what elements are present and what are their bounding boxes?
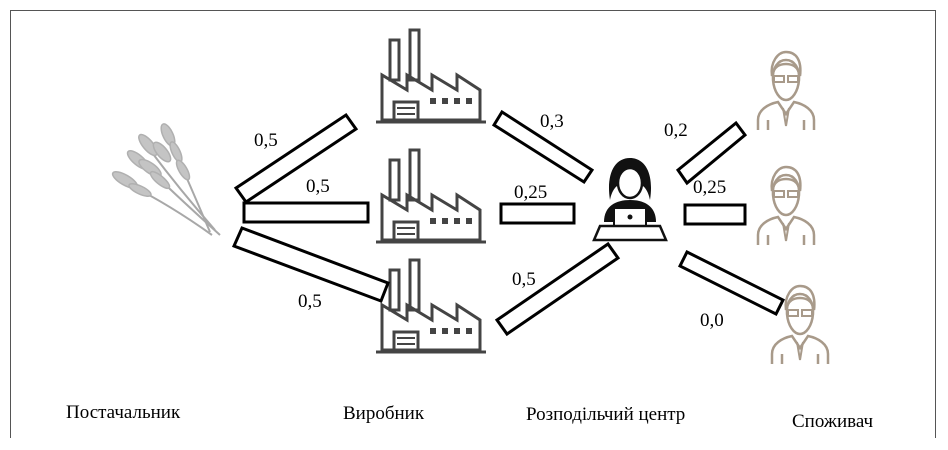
edge-label: 0,25 [693, 177, 726, 198]
edge-bar [499, 202, 576, 225]
edge-bar [233, 112, 359, 205]
factory-icon [374, 28, 488, 124]
edge-bar [494, 241, 621, 337]
edge-label: 0,2 [664, 120, 688, 141]
caption-distribution-center: Розподільчий центр [526, 404, 686, 425]
edge-label: 0,3 [540, 111, 564, 132]
caption-consumer: Споживач [792, 411, 874, 432]
edge-bar [675, 120, 748, 186]
edge-label: 0,25 [514, 182, 547, 203]
wheat-icon [111, 123, 221, 236]
edge-label: 0,5 [254, 130, 278, 151]
businessman-icon [756, 165, 816, 247]
factory-icon [374, 258, 488, 354]
edge-bar [242, 201, 370, 224]
factory-icon [374, 148, 488, 244]
edge-label: 0,0 [700, 310, 724, 331]
edge-bar [231, 226, 390, 303]
edge-bar [677, 249, 786, 317]
edge-bar [683, 203, 747, 226]
businessman-icon [756, 50, 816, 132]
caption-supplier: Постачальник [66, 402, 181, 423]
edge-label: 0,5 [298, 291, 322, 312]
edge-bar [491, 109, 595, 185]
edge-label: 0,5 [306, 176, 330, 197]
caption-manufacturer: Виробник [343, 403, 425, 424]
operator-at-laptop-icon [592, 158, 668, 242]
edge-label: 0,5 [512, 269, 536, 290]
diagram-frame [10, 10, 936, 438]
